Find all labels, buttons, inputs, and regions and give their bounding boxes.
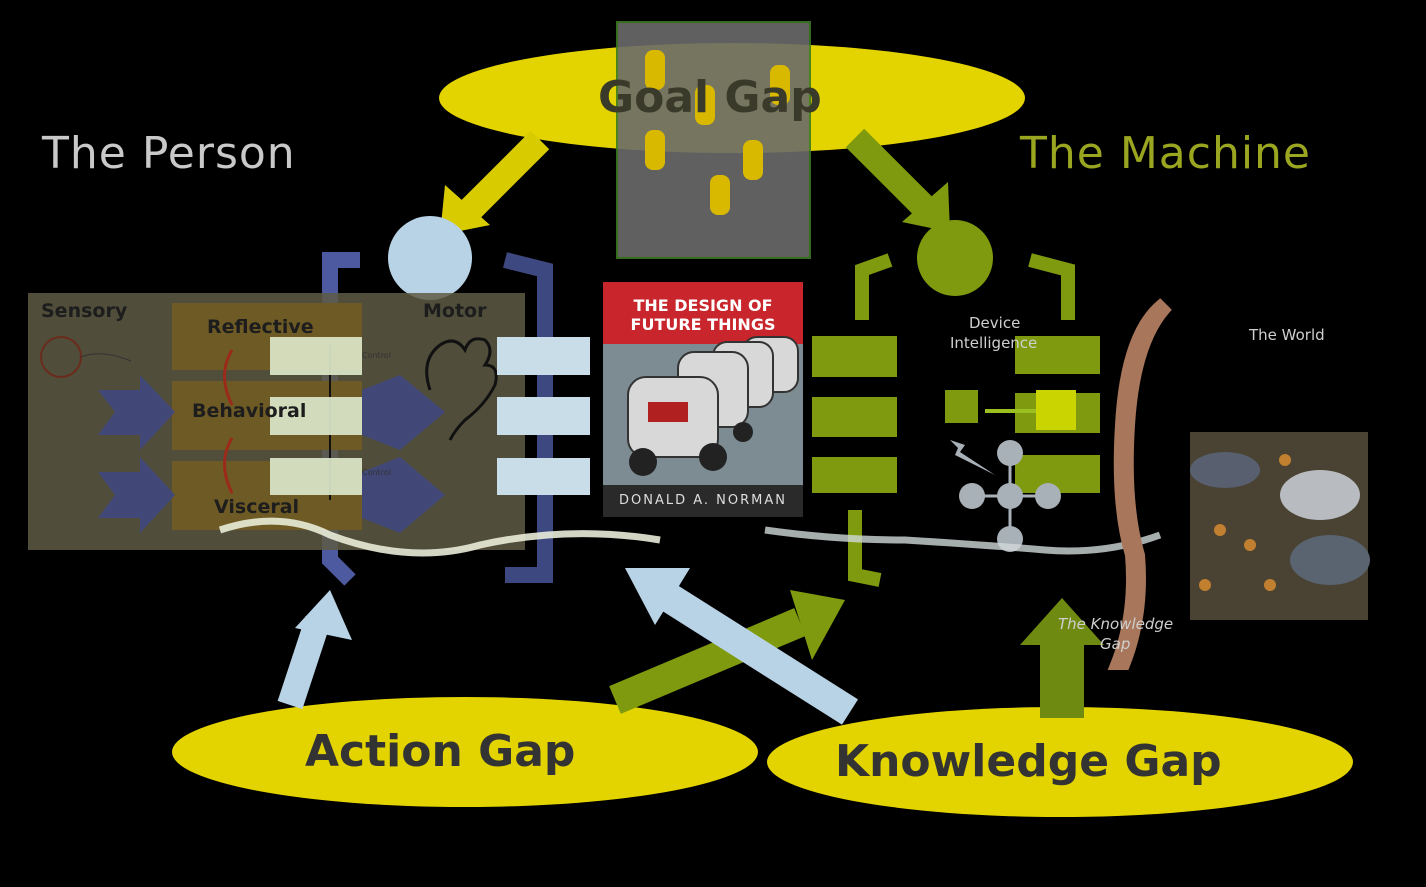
knowledge-gap-ellipse — [767, 707, 1353, 817]
hand-icon — [425, 337, 498, 441]
arrow-goal-to-machine — [845, 128, 950, 232]
world-boundary-line — [218, 517, 661, 557]
visceral-label: Visceral — [214, 496, 300, 518]
arrow-knowledge-to-person — [625, 568, 859, 725]
the-world-label: The World — [1249, 326, 1325, 344]
goal-gap-label: Goal Gap — [598, 72, 822, 123]
the-knowledge-label: The Knowledge — [1058, 615, 1174, 633]
action-gap-ellipse — [172, 697, 758, 807]
book-cover-vehicles — [627, 336, 799, 476]
book-title-line-2: FUTURE THINGS — [630, 315, 776, 334]
action-gap-label: Action Gap — [305, 726, 576, 777]
the-machine-title: The Machine — [1020, 128, 1312, 179]
arrow-action-to-machine — [609, 590, 845, 714]
control-label: Control — [362, 351, 391, 360]
sensory-label: Sensory — [41, 300, 128, 322]
machine-circle — [917, 220, 993, 296]
knowledge-gap-divider — [1107, 298, 1172, 670]
arrow-action-to-person — [277, 590, 352, 710]
the-person-title: The Person — [42, 128, 296, 179]
behavioral-label: Behavioral — [192, 400, 307, 422]
motor-label: Motor — [423, 300, 487, 322]
book-title: THE DESIGN OF FUTURE THINGS — [603, 282, 803, 344]
device-label: Device — [969, 314, 1021, 332]
world-traffic-photo — [1190, 432, 1370, 620]
eye-icon — [40, 336, 132, 378]
gap-label: Gap — [1100, 635, 1131, 653]
book-title-line-1: THE DESIGN OF — [633, 296, 773, 315]
arrow-knowledge-to-machine — [1020, 598, 1104, 718]
arrow-goal-to-person — [440, 130, 550, 235]
book-author: DONALD A. NORMAN — [603, 485, 803, 517]
knowledge-gap-label: Knowledge Gap — [835, 736, 1222, 787]
reflective-label: Reflective — [207, 316, 314, 338]
intelligence-label: Intelligence — [950, 334, 1038, 352]
book-cover: THE DESIGN OF FUTURE THINGS DONALD A. NO… — [603, 282, 803, 517]
control-label: Control — [362, 468, 391, 477]
person-circle — [388, 216, 472, 300]
